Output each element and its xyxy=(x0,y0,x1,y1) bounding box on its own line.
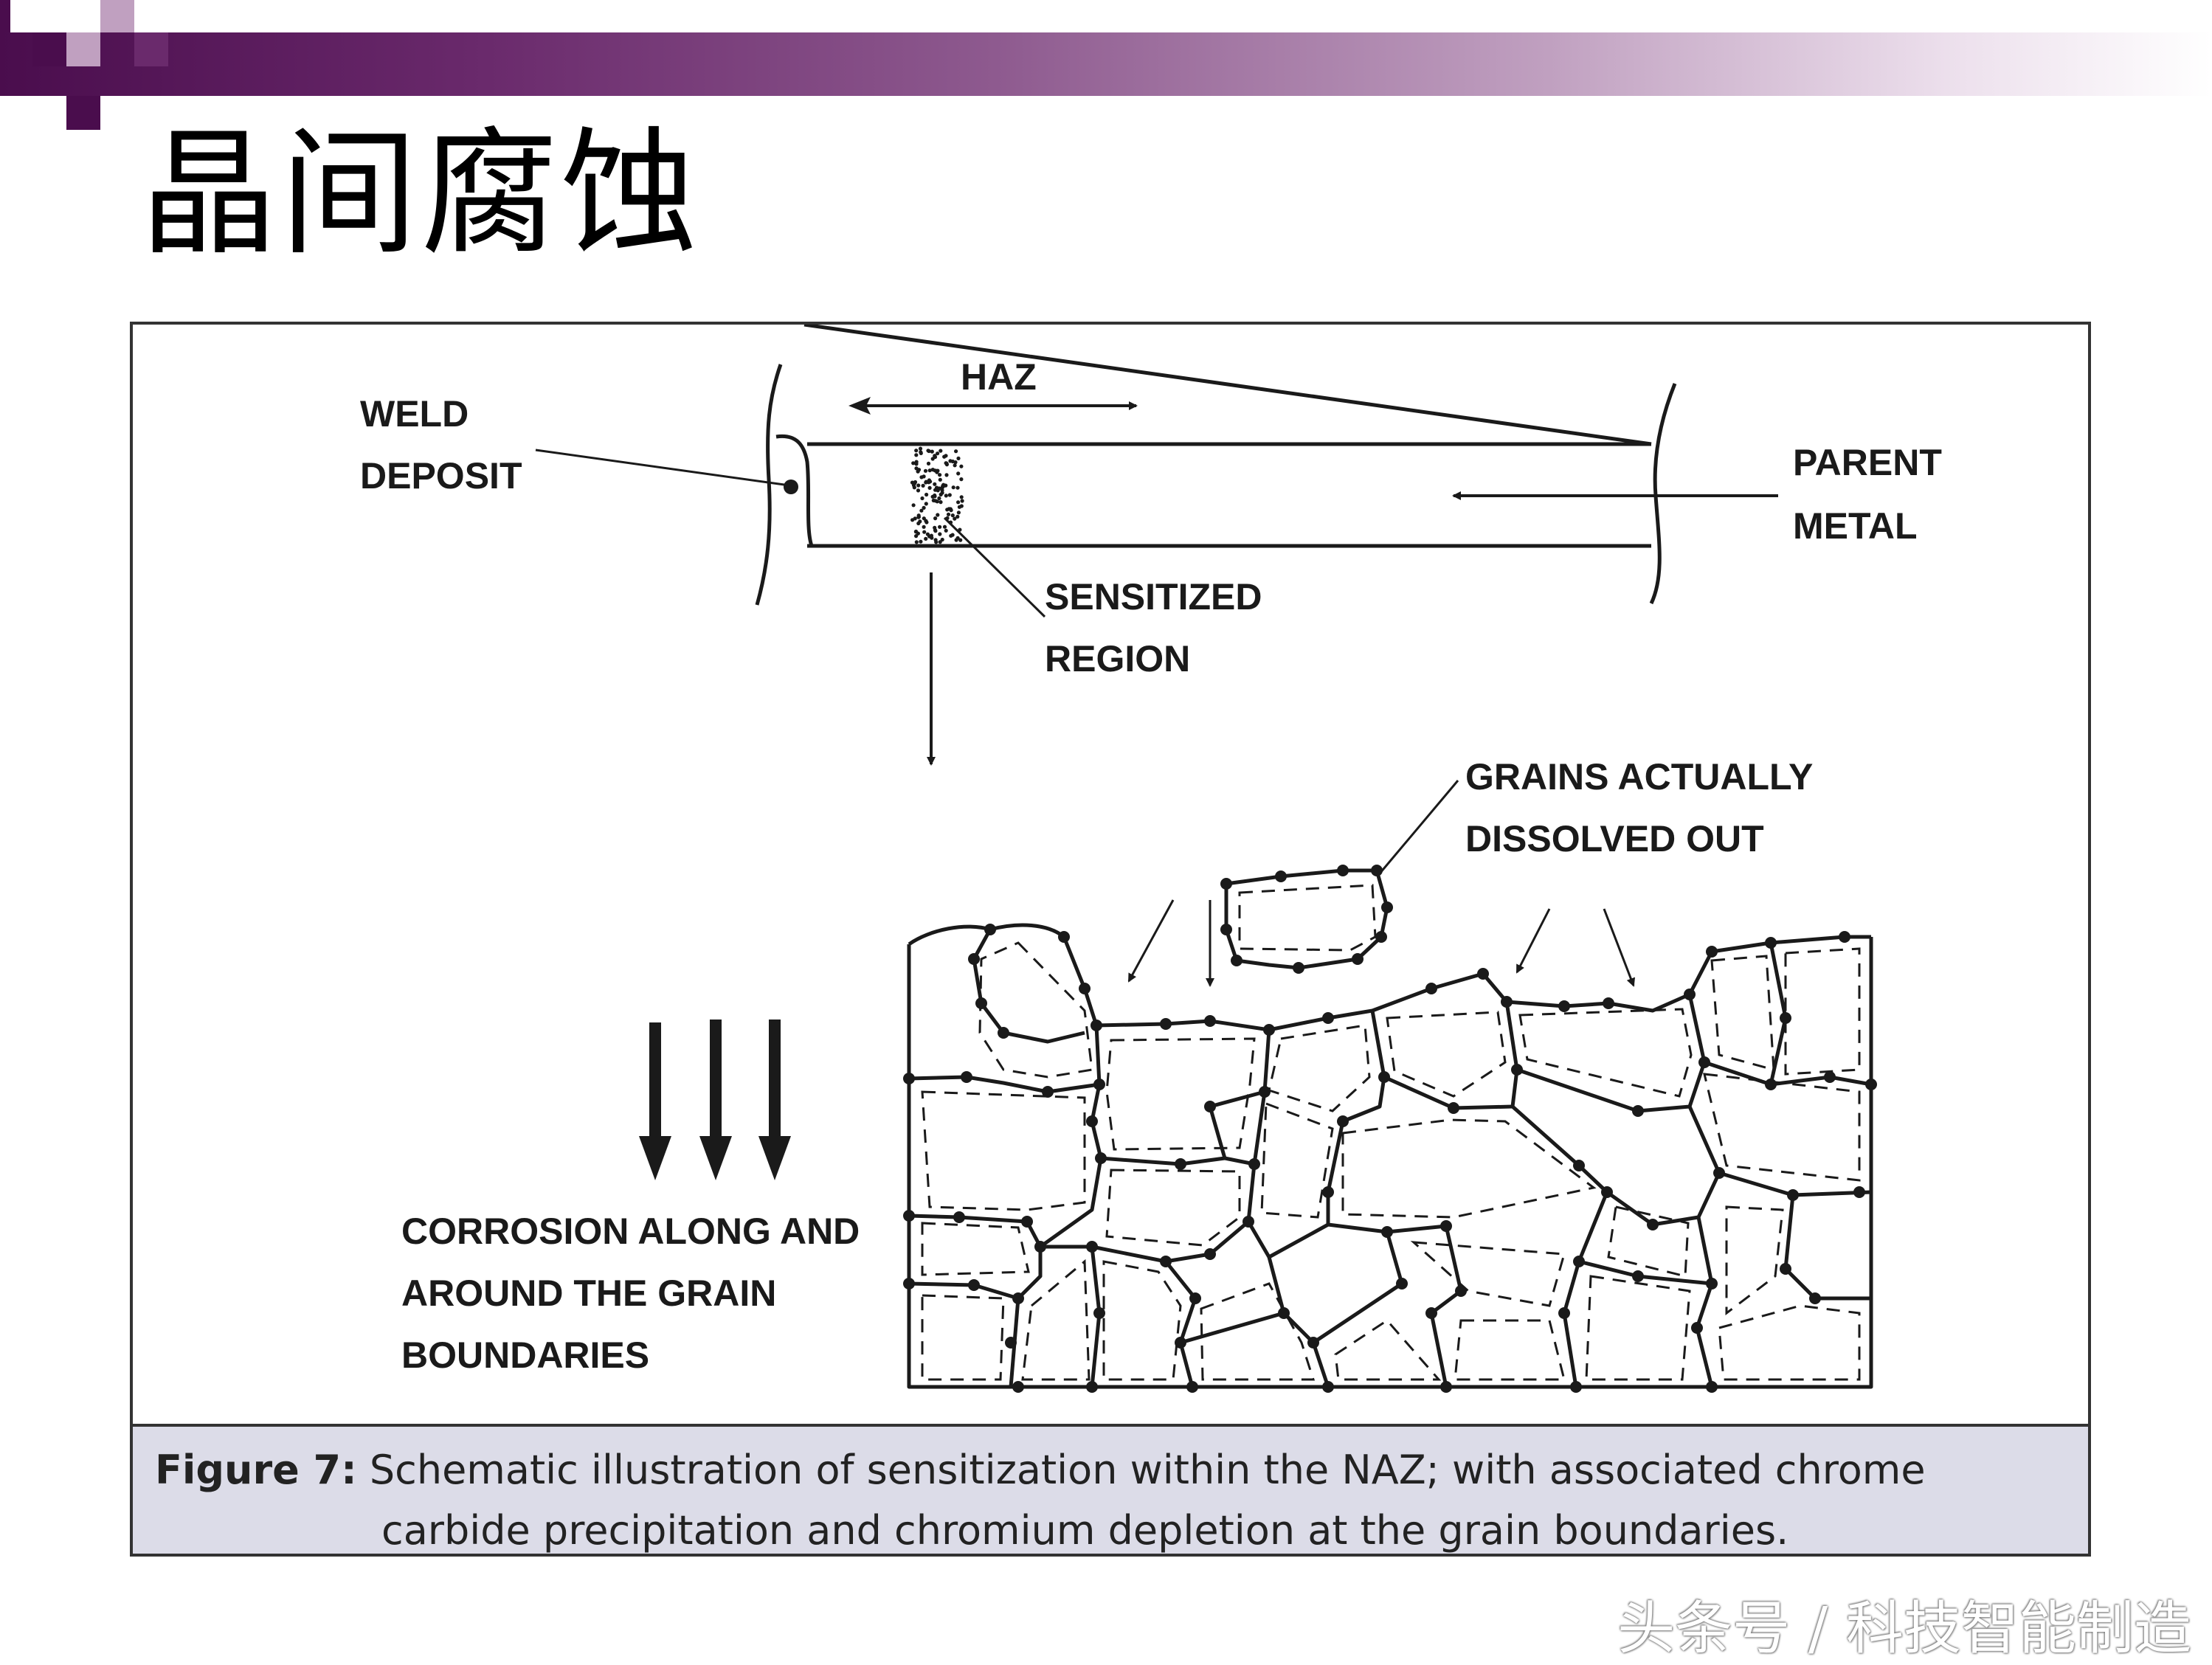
corner-square-4 xyxy=(100,0,134,32)
header-gradient-band xyxy=(0,32,2212,96)
caption-line-1: Schematic illustration of sensitization … xyxy=(369,1447,1926,1493)
haz-arrow-left-head xyxy=(848,397,871,415)
bar-top-edge xyxy=(803,325,1652,446)
surface-arrows xyxy=(1127,899,1636,987)
sensitized-label-1: SENSITIZED xyxy=(1045,576,1262,617)
corner-square-1 xyxy=(0,0,10,32)
caption-label: Figure 7: xyxy=(155,1447,357,1493)
corner-square-5 xyxy=(66,96,100,130)
grains-label-2: DISSOLVED OUT xyxy=(1465,818,1764,859)
parent-label-1: PARENT xyxy=(1793,442,1942,483)
corrosion-label-2: AROUND THE GRAIN xyxy=(401,1273,776,1314)
parent-label-2: METAL xyxy=(1793,505,1917,547)
corner-square-3 xyxy=(66,32,100,66)
grain-structure xyxy=(907,868,1873,1389)
grains-leader-line xyxy=(1378,780,1459,874)
figure-caption: Figure 7: Schematic illustration of sens… xyxy=(133,1424,2088,1554)
bar-break-right xyxy=(1649,383,1677,605)
sensitization-diagram: HAZ WELD DEPOSIT PARENT METAL SENSITIZED… xyxy=(360,325,1942,1393)
corrosion-arrows xyxy=(639,1020,791,1180)
sensitized-label-2: REGION xyxy=(1045,638,1190,679)
weld-label-2: DEPOSIT xyxy=(360,455,522,496)
grain-block-outline xyxy=(907,937,1873,1389)
grains-label-1: GRAINS ACTUALLY xyxy=(1465,756,1813,797)
corrosion-label-3: BOUNDARIES xyxy=(401,1335,649,1376)
figure-frame: HAZ WELD DEPOSIT PARENT METAL SENSITIZED… xyxy=(130,322,2091,1557)
depletion-zones xyxy=(921,884,1861,1381)
slide-title: 晶间腐蚀 xyxy=(140,114,702,274)
carbide-precipitates xyxy=(903,865,1877,1393)
watermark: 头条号 / 科技智能制造 xyxy=(1617,1596,2191,1662)
sensitized-leader-line xyxy=(943,516,1046,618)
weld-label-1: WELD xyxy=(360,393,469,435)
haz-label: HAZ xyxy=(961,356,1037,398)
corner-square-2 xyxy=(32,32,66,66)
weld-leader-line xyxy=(535,449,790,487)
sensitized-stipple xyxy=(910,446,964,544)
corroded-surface xyxy=(908,923,1871,1032)
corrosion-label-1: CORROSION ALONG AND xyxy=(401,1211,860,1252)
caption-line-2: carbide precipitation and chromium deple… xyxy=(381,1507,1789,1554)
corner-square-6 xyxy=(134,32,168,66)
weld-dot xyxy=(784,480,798,494)
weld-bead xyxy=(755,364,783,606)
welded-bar xyxy=(755,325,1677,606)
